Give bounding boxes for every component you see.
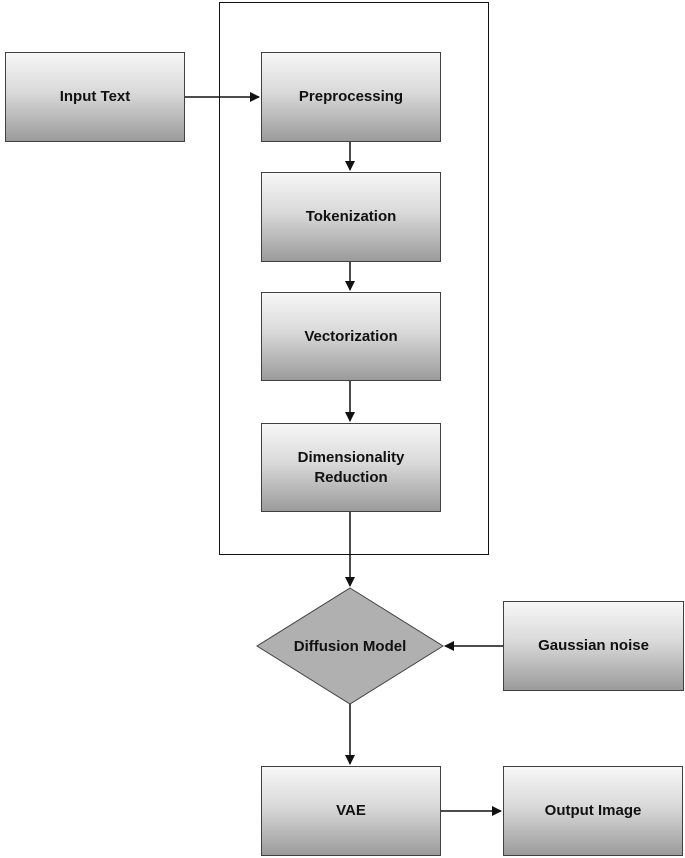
output-image-label: Output Image xyxy=(544,802,642,819)
input-text-label: Input Text xyxy=(59,88,131,105)
dimensionality-reduction-label-line2: Reduction xyxy=(314,468,388,486)
dimensionality-reduction-label-line1: Dimensionality xyxy=(297,448,405,466)
text-processing-group-frame xyxy=(219,2,489,555)
vae-label: VAE xyxy=(336,802,366,819)
vae-node: VAE xyxy=(261,766,441,856)
dimensionality-reduction-node: Dimensionality Reduction xyxy=(261,423,441,512)
tokenization-label: Tokenization xyxy=(305,208,397,225)
tokenization-node: Tokenization xyxy=(261,172,441,262)
diffusion-model-label: Diffusion Model xyxy=(293,637,407,655)
gaussian-noise-node: Gaussian noise xyxy=(503,601,684,691)
preprocessing-label: Preprocessing xyxy=(298,88,404,105)
diffusion-model-node: Diffusion Model xyxy=(270,626,430,666)
gaussian-noise-label: Gaussian noise xyxy=(538,637,649,654)
input-text-node: Input Text xyxy=(5,52,185,142)
vectorization-label: Vectorization xyxy=(304,327,398,345)
vectorization-node: Vectorization xyxy=(261,292,441,381)
preprocessing-node: Preprocessing xyxy=(261,52,441,142)
output-image-node: Output Image xyxy=(503,766,683,856)
